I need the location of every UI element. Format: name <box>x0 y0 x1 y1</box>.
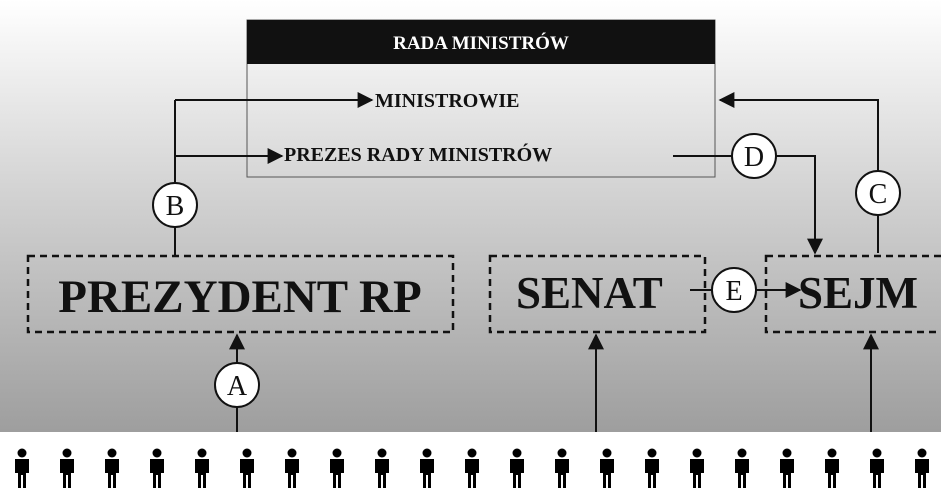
senat-label: SENAT <box>516 268 663 318</box>
council-title: RADA MINISTRÓW <box>393 32 569 54</box>
ministers-label: MINISTROWIE <box>375 90 519 112</box>
sejm-label: SEJM <box>798 268 918 318</box>
council-of-ministers-box: RADA MINISTRÓW MINISTROWIE PREZES RADY M… <box>246 19 716 178</box>
marker-b-label: B <box>166 191 185 222</box>
marker-e: E <box>711 267 757 313</box>
sejm-box: SEJM <box>764 254 941 334</box>
marker-b: B <box>152 182 198 228</box>
marker-d-label: D <box>744 142 764 173</box>
marker-a: A <box>214 362 260 408</box>
senat-box: SENAT <box>488 254 707 334</box>
president-label: PREZYDENT RP <box>58 271 421 323</box>
prime-minister-label: PREZES RADY MINISTRÓW <box>284 142 552 166</box>
council-title-bar <box>247 20 715 64</box>
president-box: PREZYDENT RP <box>26 254 455 334</box>
marker-a-label: A <box>227 371 248 402</box>
marker-d: D <box>731 133 777 179</box>
arrow-pm-to-sejm <box>673 155 823 255</box>
marker-c: C <box>855 170 901 216</box>
background-gradient <box>0 0 941 432</box>
marker-c-label: C <box>869 179 888 210</box>
marker-e-label: E <box>725 276 742 307</box>
